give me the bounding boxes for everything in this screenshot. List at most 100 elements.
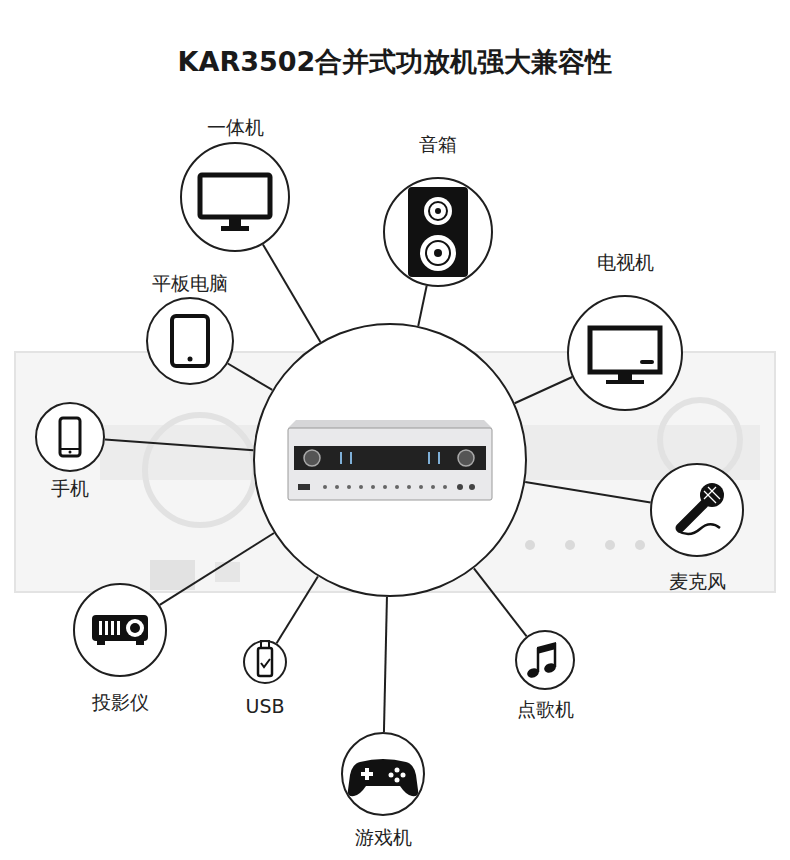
amplifier-photo (298, 484, 310, 490)
faded-amplifier (150, 560, 195, 590)
connector-line (228, 363, 272, 389)
circle-grounds (383, 177, 493, 287)
microphone-icon (678, 483, 724, 534)
device-label: 游戏机 (355, 826, 412, 848)
device-label: 音箱 (419, 133, 457, 155)
monitor-icon (200, 175, 270, 217)
phone-node: 手机 (35, 402, 105, 472)
usb-icon (261, 659, 270, 667)
gamepad-icon (348, 759, 418, 796)
connector-line (515, 377, 573, 403)
monitor-icon (200, 175, 270, 231)
projector-icon (99, 621, 102, 635)
usb-icon (258, 641, 272, 676)
circle-grounds (73, 583, 167, 677)
connector-line (160, 533, 274, 605)
usb-node: USB (243, 640, 287, 684)
amplifier-photo (371, 485, 375, 489)
amplifier-photo (335, 485, 339, 489)
speaker-icon (408, 187, 468, 277)
projector-node: 投影仪 (73, 583, 167, 677)
speaker-icon (420, 235, 456, 271)
amplifier-photo (438, 452, 440, 464)
circle-grounds (515, 630, 575, 690)
amplifier-photo (323, 485, 327, 489)
tv-node: 电视机 (567, 295, 683, 411)
game-console-node: 游戏机 (341, 732, 425, 816)
amplifier-photo (383, 485, 387, 489)
circle-grounds (180, 142, 290, 252)
amplifier-photo (419, 485, 423, 489)
tv-icon (606, 380, 644, 384)
phone-icon (60, 448, 80, 450)
device-label: 手机 (51, 477, 89, 499)
gamepad-icon (365, 768, 369, 780)
amplifier-photo (359, 485, 363, 489)
faded-amplifier (525, 540, 535, 550)
circle-grounds (35, 402, 105, 472)
circle-grounds (35, 142, 744, 816)
faded-amplifier (635, 540, 645, 550)
phone-icon (60, 418, 80, 456)
faded-amplifier (565, 540, 575, 550)
connector-line (263, 244, 321, 342)
microphone-icon (678, 524, 720, 534)
gamepad-icon (348, 759, 418, 796)
gamepad-icon (401, 773, 406, 778)
amplifier-photo (458, 450, 474, 466)
connector-line (105, 440, 253, 451)
amplifier-photo (288, 428, 492, 500)
speaker-icon (435, 208, 441, 214)
device-label: 麦克风 (669, 570, 726, 592)
circle-grounds (341, 732, 425, 816)
amplifier-photo (294, 446, 486, 470)
all-in-one-node: 一体机 (180, 142, 290, 252)
tv-icon (590, 328, 660, 372)
amplifier-photo (428, 452, 430, 464)
music-note-icon (537, 642, 556, 654)
projector-icon (130, 623, 140, 633)
connector-line (418, 286, 426, 326)
speaker-icon (429, 202, 447, 220)
circle-grounds (146, 297, 234, 385)
phone-icon (69, 451, 72, 454)
tablet-icon (172, 316, 208, 366)
projector-icon (92, 615, 148, 645)
microphone-icon (700, 483, 724, 507)
speaker-icon (426, 241, 450, 265)
circle-grounds (243, 640, 287, 684)
tv-icon (640, 360, 654, 364)
faded-amplifier (145, 415, 255, 525)
speaker-icon (424, 197, 452, 225)
amplifier-photo (288, 420, 492, 500)
amplifier-photo (431, 485, 435, 489)
circle-grounds (567, 295, 683, 411)
projector-icon (92, 615, 148, 641)
tablet-icon (188, 357, 193, 362)
connector-line (525, 482, 650, 502)
amplifier-photo (469, 484, 475, 490)
speaker-icon (408, 187, 468, 277)
tv-icon (618, 372, 632, 380)
gamepad-icon (395, 778, 400, 783)
projector-icon (126, 619, 144, 637)
amplifier-photo (304, 450, 320, 466)
connector-line (474, 568, 527, 636)
monitor-icon (229, 217, 241, 227)
diagram-title: KAR3502合并式功放机强大兼容性 (0, 44, 790, 80)
device-label: USB (245, 695, 284, 717)
tablet-node: 平板电脑 (146, 297, 234, 385)
tv-icon (590, 328, 660, 384)
device-label: 一体机 (207, 116, 264, 138)
projector-icon (117, 621, 120, 635)
monitor-icon (221, 226, 249, 231)
projector-icon (111, 621, 114, 635)
amplifier-photo (395, 485, 399, 489)
speaker-icon (434, 249, 442, 257)
amplifier-photo (457, 484, 463, 490)
projector-icon (136, 641, 144, 645)
device-label: 电视机 (597, 251, 654, 273)
gamepad-icon (389, 773, 394, 778)
amplifier-photo (407, 485, 411, 489)
faded-amplifier (605, 540, 615, 550)
